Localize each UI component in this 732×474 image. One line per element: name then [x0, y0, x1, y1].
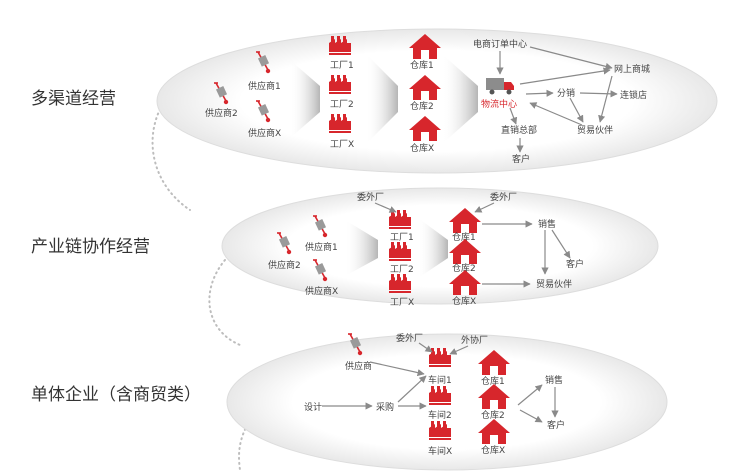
funnel-shape [442, 54, 478, 144]
warehouse-label: 仓库X [481, 444, 505, 456]
sales-label: 销售 [545, 374, 563, 386]
workshop-label: 车间X [428, 445, 452, 457]
online-store-label: 网上商城 [614, 63, 650, 75]
distribution-label: 分销 [557, 87, 575, 99]
funnel-shape [345, 220, 378, 276]
sales-label: 销售 [538, 218, 556, 230]
factory-label: 工厂X [330, 139, 354, 150]
supplier-label: 供应商X [305, 285, 338, 297]
level-title-single: 单体企业（含商贸类） [31, 385, 201, 405]
outsource-label: 委外厂 [490, 191, 517, 203]
outsource-label: 委外厂 [396, 332, 423, 344]
warehouse-label: 仓库2 [481, 409, 505, 421]
supplier-label: 供应商 [345, 360, 372, 372]
workshop-label: 车间2 [428, 409, 452, 421]
customer-label: 客户 [512, 153, 530, 165]
logistics-label: 物流中心 [481, 98, 517, 110]
supplier-label: 供应商2 [268, 259, 301, 271]
funnel-shape [290, 60, 320, 138]
flow-arrows [374, 202, 571, 288]
level-title-multichannel: 多渠道经营 [31, 89, 116, 109]
factory-label: 工厂X [390, 297, 414, 308]
funnel-shape [418, 218, 448, 278]
flow-arrows [322, 342, 559, 423]
level-title-chain: 产业链协作经营 [31, 237, 150, 257]
warehouse-label: 仓库X [410, 142, 434, 154]
warehouse-label: 仓库2 [410, 100, 434, 112]
ecom-label: 电商订单中心 [473, 38, 527, 50]
outsource-label: 委外厂 [357, 191, 384, 203]
workshop-label: 车间1 [428, 374, 452, 386]
warehouse-label: 仓库X [452, 295, 476, 307]
supplier-label: 供应商1 [305, 241, 338, 253]
partner-label: 贸易伙伴 [536, 278, 572, 290]
funnel-shape [366, 54, 398, 144]
flow-arrows [496, 46, 618, 153]
section-chain: 供应商1 供应商2 供应商X 委外厂 工厂1 工厂2 工厂X 委外厂 仓库1 仓… [268, 191, 584, 308]
supplier-label: 供应商1 [248, 80, 281, 92]
ellipse-multichannel [156, 28, 718, 174]
partner-label: 贸易伙伴 [577, 124, 613, 136]
chain-store-label: 连锁店 [620, 89, 647, 101]
design-label: 设计 [304, 401, 322, 413]
factory-label: 工厂1 [330, 60, 354, 71]
warehouse-label: 仓库1 [481, 375, 505, 387]
supplier-label: 供应商X [248, 127, 281, 139]
customer-label: 客户 [566, 258, 584, 270]
section-multichannel: 供应商1 供应商2 供应商X 工厂1 工厂2 工厂X 仓库1 仓库2 仓库X 物… [205, 34, 650, 165]
factory-label: 工厂1 [390, 232, 414, 243]
section-single: 供应商 设计 采购 委外厂 外协厂 车间1 车间2 车间X 仓库1 仓库2 仓库… [304, 332, 565, 457]
direct-hq-label: 直销总部 [501, 124, 537, 136]
supplier-label: 供应商2 [205, 107, 238, 119]
purchase-label: 采购 [376, 401, 394, 413]
warehouse-label: 仓库2 [452, 262, 476, 274]
customer-label: 客户 [547, 419, 565, 431]
warehouse-label: 仓库1 [410, 59, 434, 71]
warehouse-label: 仓库1 [452, 231, 476, 243]
cooperation-label: 外协厂 [461, 334, 488, 346]
factory-label: 工厂2 [330, 99, 354, 110]
factory-label: 工厂2 [390, 264, 414, 275]
